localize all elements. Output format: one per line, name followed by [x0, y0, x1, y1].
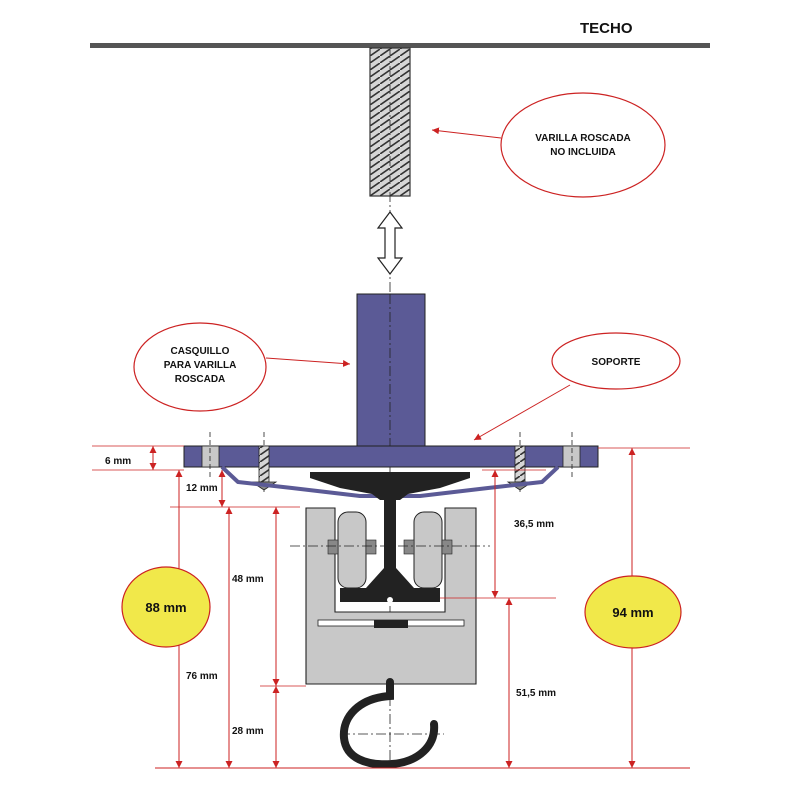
ceiling-label: TECHO — [580, 20, 633, 37]
carriage-stem — [366, 500, 414, 588]
mounting-plate — [183, 445, 599, 468]
callout-bracket-label: SOPORTE — [592, 357, 641, 368]
callout-bracket — [551, 332, 681, 390]
dim-right-lower: 51,5 mm — [516, 688, 556, 699]
ceiling-line — [90, 43, 710, 48]
dim-left-lower: 76 mm — [186, 671, 218, 682]
dim-wheel-drop: 36,5 mm — [514, 519, 554, 530]
wheel-right — [413, 511, 443, 589]
callout-rod-line2: NO INCLUIDA — [550, 147, 616, 158]
total-left-badge — [121, 566, 211, 648]
callout-rod — [500, 92, 666, 198]
dim-gap-top: 12 mm — [186, 483, 218, 494]
rod-bushing — [356, 293, 426, 447]
total-right-badge — [584, 575, 682, 649]
hook — [339, 678, 439, 769]
track-profile — [310, 472, 470, 500]
dim-hook-height: 28 mm — [232, 726, 264, 737]
callout-bushing-line1: CASQUILLO — [171, 346, 230, 357]
connection-arrow-icon — [376, 211, 404, 275]
dim-total-right: 94 mm — [612, 605, 653, 620]
wheel-left — [337, 511, 367, 589]
callout-rod-line1: VARILLA ROSCADA — [535, 133, 631, 144]
dim-plate-thickness: 6 mm — [105, 456, 131, 467]
callout-bushing-line3: ROSCADA — [175, 374, 226, 385]
callout-bushing — [133, 322, 267, 412]
callout-bushing-line2: PARA VARILLA — [164, 360, 237, 371]
dim-total-left: 88 mm — [145, 600, 186, 615]
dim-carriage-height: 48 mm — [232, 574, 264, 585]
